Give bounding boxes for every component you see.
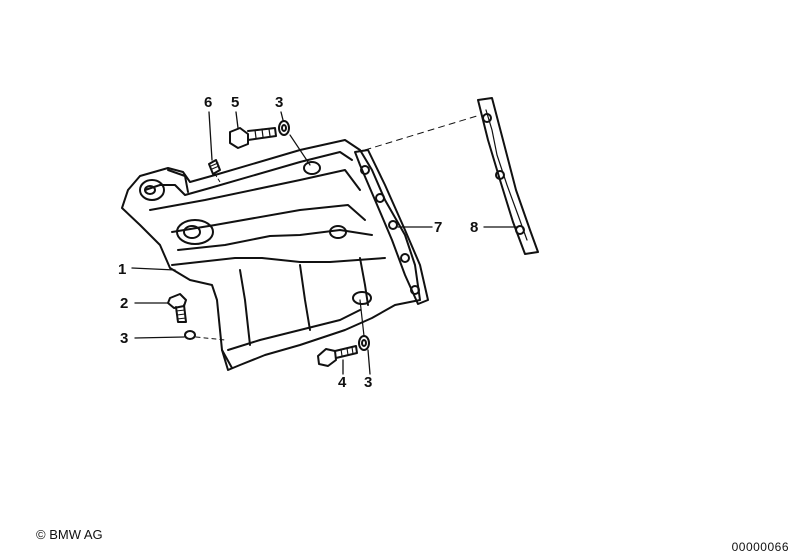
callout-3-left: 3	[120, 330, 129, 347]
washer-part-3-left	[184, 330, 196, 340]
bolt-part-2	[167, 293, 187, 323]
bolt-part-5	[229, 127, 277, 149]
callout-5: 5	[231, 94, 240, 111]
callout-4: 4	[338, 374, 347, 391]
gasket-part-8	[477, 97, 539, 255]
callout-3-top: 3	[275, 94, 284, 111]
washer-part-3-bottom	[358, 335, 370, 351]
callout-8: 8	[470, 219, 479, 236]
stud-part-6	[208, 159, 221, 175]
copyright-notice: © BMW AG	[36, 527, 103, 542]
callout-7: 7	[434, 219, 443, 236]
document-number: 00000066	[731, 540, 789, 554]
housing-cover-part	[121, 139, 421, 371]
gasket-part-7	[354, 149, 429, 305]
callout-1: 1	[118, 261, 127, 278]
washer-part-3-top	[278, 120, 290, 136]
callout-6: 6	[204, 94, 213, 111]
callout-3-bottom: 3	[364, 374, 373, 391]
callout-2: 2	[120, 295, 129, 312]
bolt-part-4	[317, 345, 358, 367]
